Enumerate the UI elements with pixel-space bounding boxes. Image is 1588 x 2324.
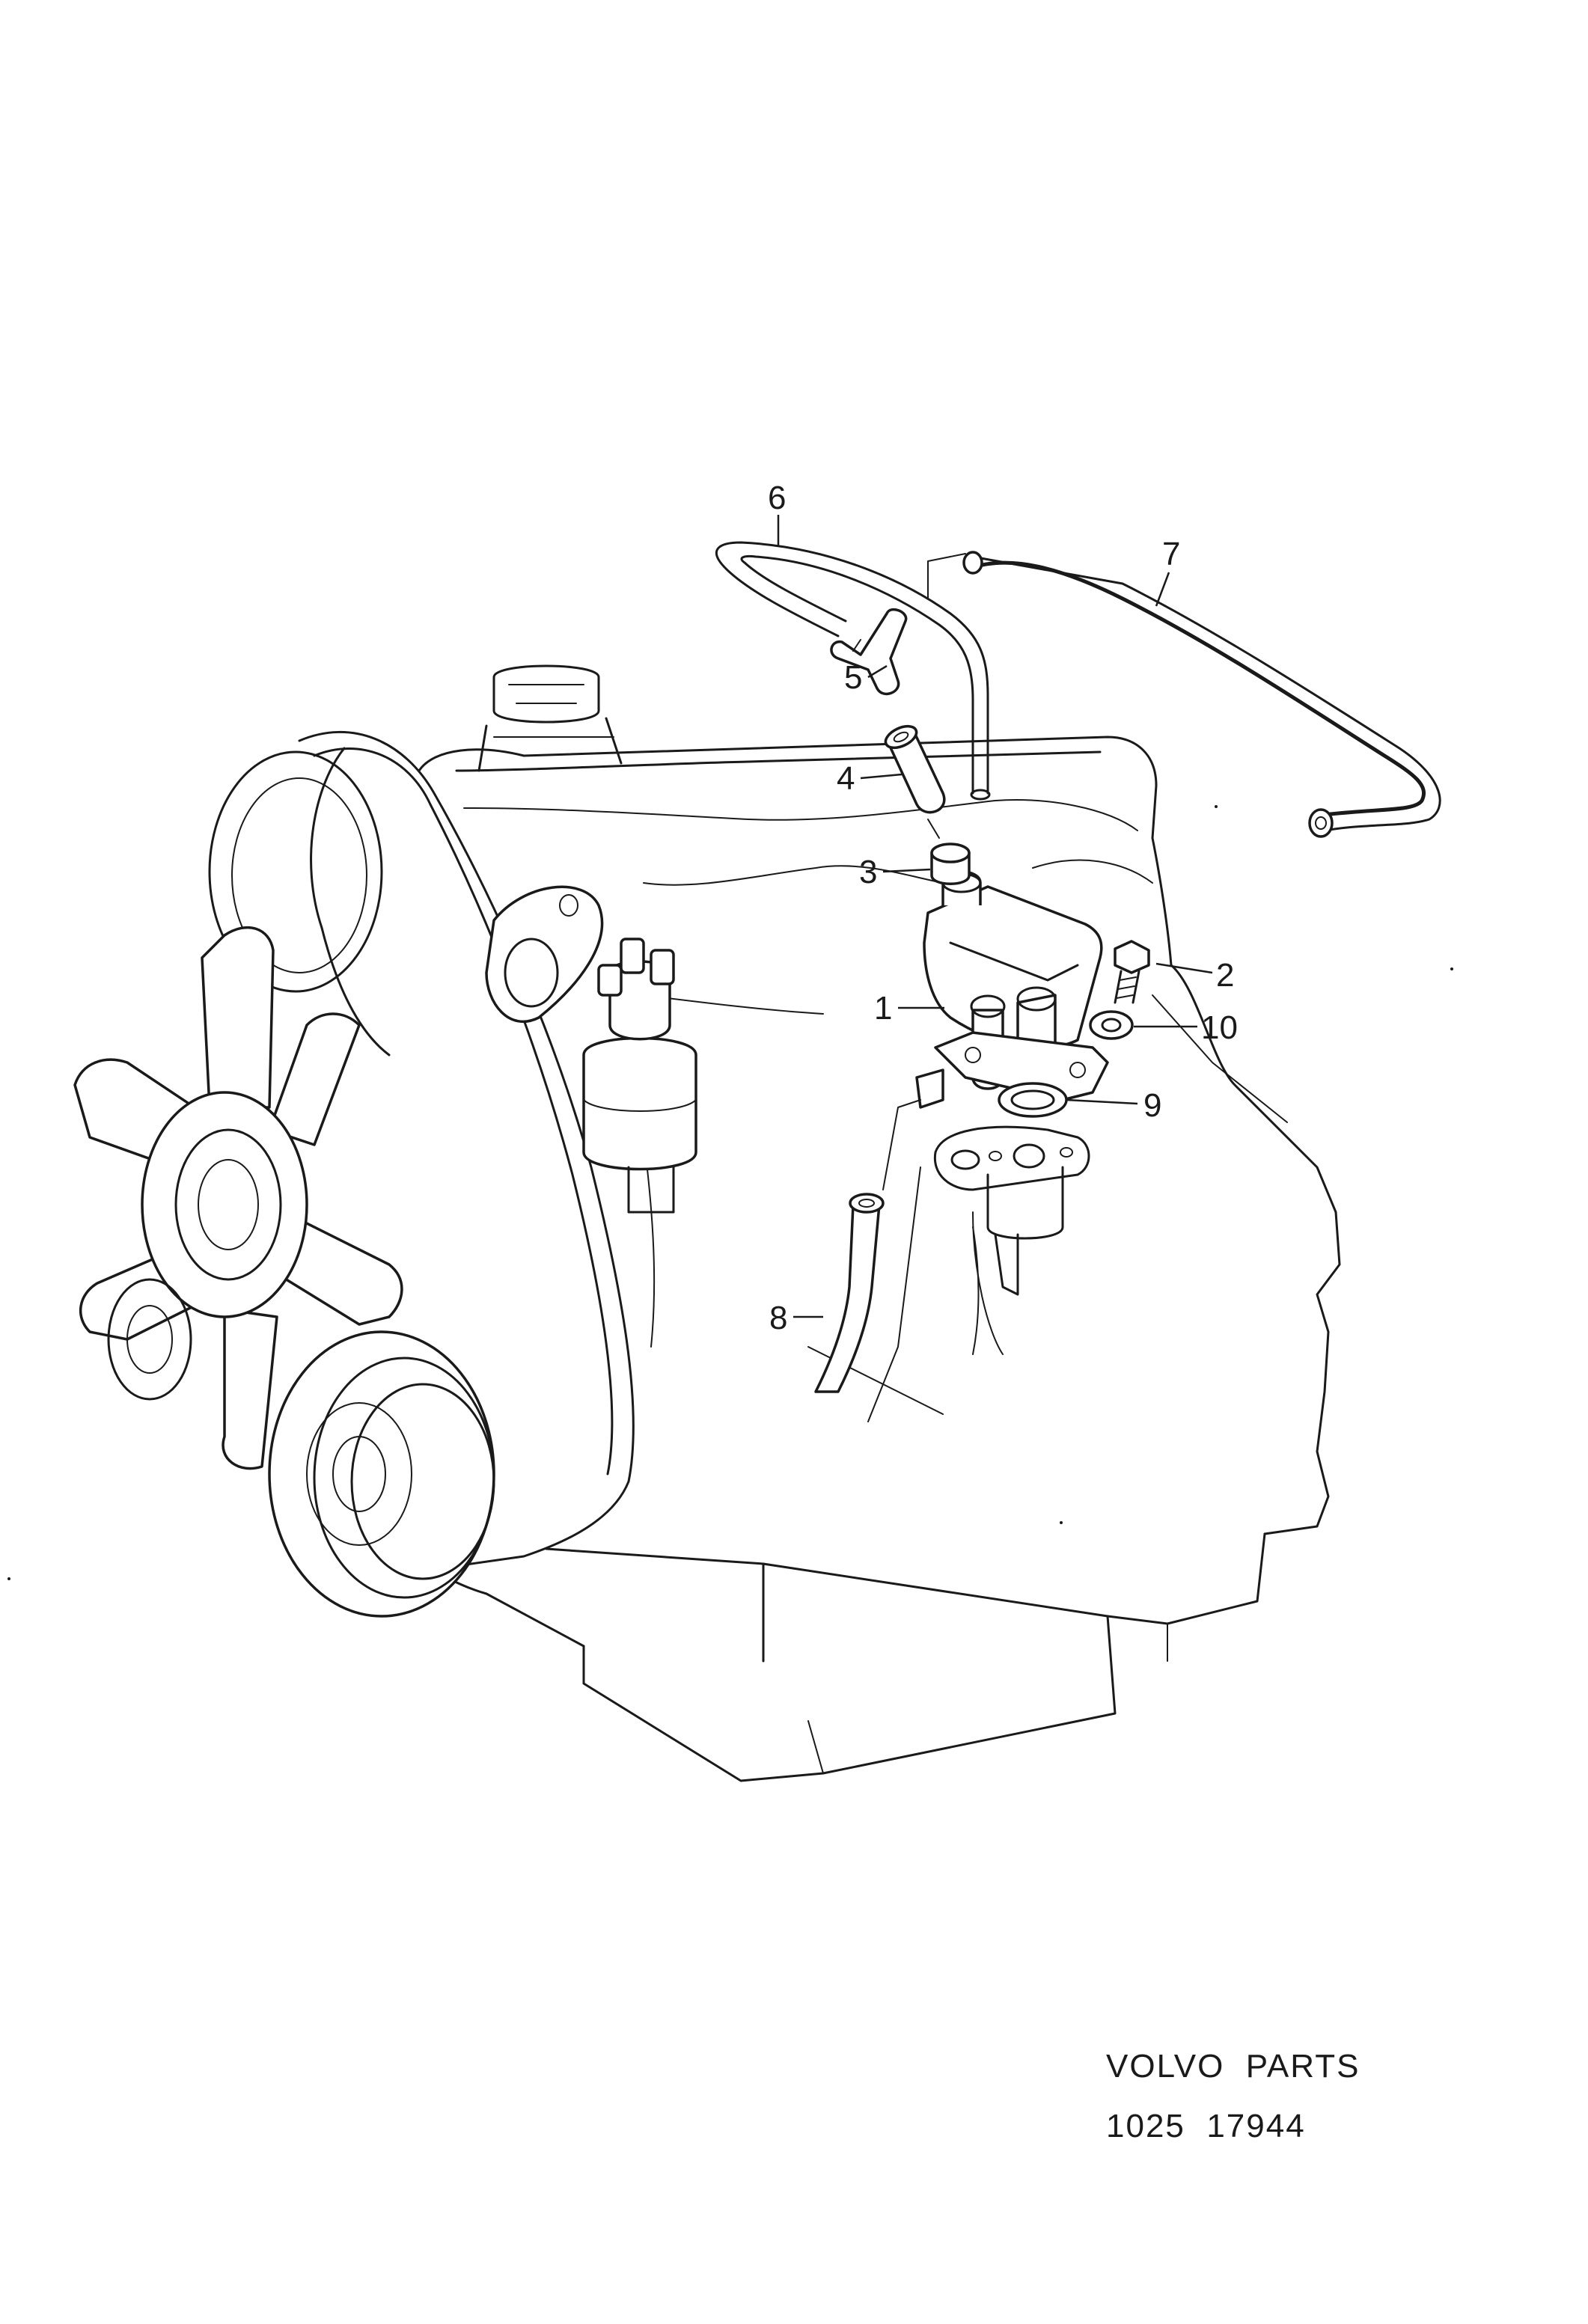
callout-4: 4 [837,760,855,797]
callout-10: 10 [1201,1009,1238,1046]
pcv-valve-housing [915,870,1109,1109]
distributor [485,885,697,1214]
callout-8: 8 [769,1300,787,1336]
callout-2: 2 [1216,957,1234,994]
reference-number: 1025 17944 [1106,2108,1306,2144]
brand-label: VOLVO PARTS [1106,2048,1361,2085]
callout-1: 1 [874,990,892,1027]
t-piece [830,608,908,696]
hose-upper [715,541,991,801]
callout-7: 7 [1162,536,1180,572]
callout-3: 3 [859,854,877,890]
o-ring [998,1082,1068,1118]
callout-5: 5 [844,659,862,696]
callout-6: 6 [768,480,786,516]
callout-9: 9 [1143,1087,1161,1124]
cooling-fan [73,926,403,1470]
hose-sleeve [884,724,946,839]
crankshaft-pulley [107,1278,495,1618]
engine-block [343,664,1341,1782]
leader-lines [777,515,1213,1318]
parts-reference: VOLVO PARTS 1025 17944 [1106,2037,1360,2156]
scan-specks [7,805,1453,1580]
callout-labels: 1 2 3 4 5 6 7 8 9 10 [768,480,1238,1336]
hose-connector [930,843,971,885]
hose-long [927,551,1441,838]
hose-lower [814,1099,921,1393]
mounting-pad [933,1125,1090,1355]
washer [1089,1010,1134,1040]
bolt [1114,940,1150,1004]
